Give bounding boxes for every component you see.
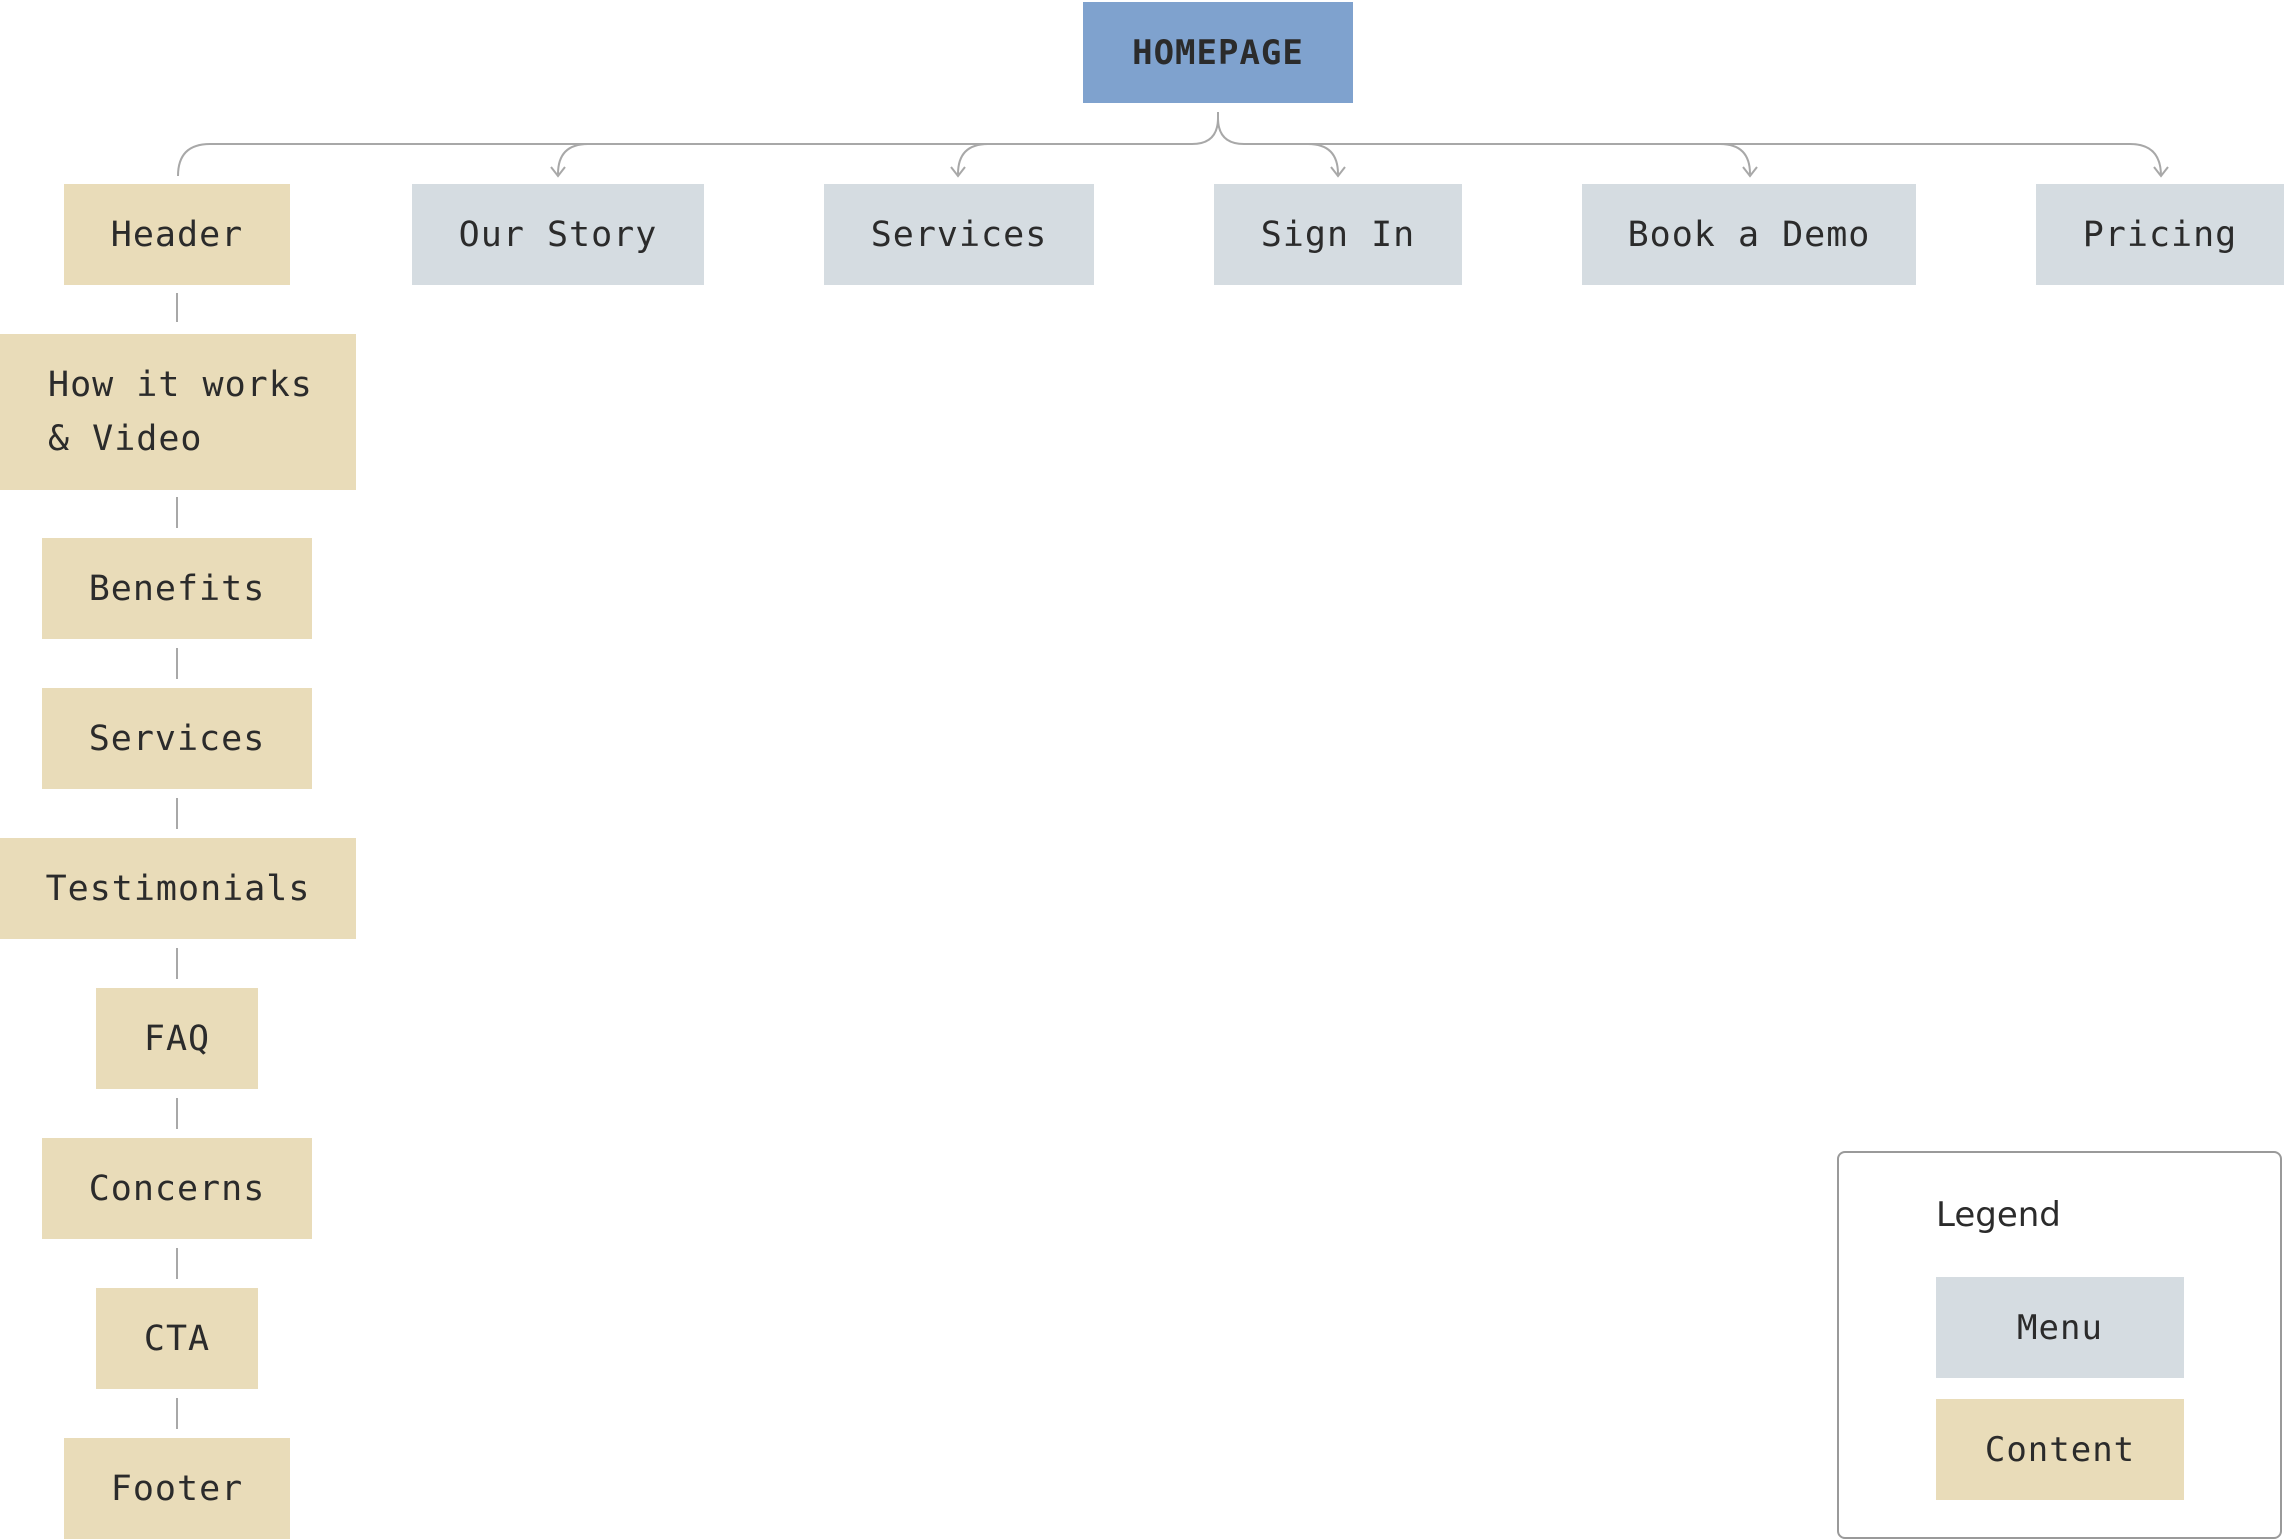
legend-menu-label: Menu (2017, 1307, 2103, 1348)
arrow-book-demo (1742, 166, 1758, 178)
footer-node[interactable]: Footer (64, 1438, 290, 1539)
footer-label: Footer (110, 1468, 244, 1509)
legend-content-label: Content (1984, 1429, 2136, 1470)
benefits-node[interactable]: Benefits (42, 538, 312, 639)
arrow-sign-in (1330, 166, 1346, 178)
legend-title: Legend (1936, 1195, 2061, 1235)
concerns-label: Concerns (88, 1168, 266, 1209)
cta-label: CTA (143, 1318, 211, 1359)
branch-sign-in (1307, 143, 1339, 175)
book-a-demo-node[interactable]: Book a Demo (1582, 184, 1916, 285)
root-branch-line-right (1217, 112, 2162, 177)
header-label: Header (110, 214, 244, 255)
legend-panel: Legend Menu Content (1837, 1151, 2282, 1539)
faq-label: FAQ (143, 1018, 211, 1059)
testimonials-label: Testimonials (45, 868, 311, 909)
services-content-node[interactable]: Services (42, 688, 312, 789)
how-it-works-label-line1: How it works (48, 365, 313, 405)
our-story-node[interactable]: Our Story (412, 184, 704, 285)
homepage-node[interactable]: HOMEPAGE (1083, 2, 1353, 103)
services-content-label: Services (88, 718, 266, 759)
arrow-pricing (2153, 166, 2169, 178)
legend-content-swatch: Content (1936, 1399, 2184, 1500)
sign-in-node[interactable]: Sign In (1214, 184, 1462, 285)
concerns-node[interactable]: Concerns (42, 1138, 312, 1239)
pricing-node[interactable]: Pricing (2036, 184, 2284, 285)
branch-services (957, 143, 989, 175)
faq-node[interactable]: FAQ (96, 988, 258, 1089)
header-node[interactable]: Header (64, 184, 290, 285)
testimonials-node[interactable]: Testimonials (0, 838, 356, 939)
branch-our-story (557, 143, 589, 175)
sign-in-label: Sign In (1260, 214, 1416, 255)
how-it-works-node[interactable]: How it works & Video (0, 334, 356, 490)
arrow-our-story (550, 166, 566, 178)
benefits-label: Benefits (88, 568, 266, 609)
legend-menu-swatch: Menu (1936, 1277, 2184, 1378)
branch-book-demo (1719, 143, 1751, 175)
root-branch-line (177, 112, 1219, 177)
our-story-label: Our Story (458, 214, 658, 255)
how-it-works-label-line2: & Video (48, 419, 203, 459)
services-menu-node[interactable]: Services (824, 184, 1094, 285)
cta-node[interactable]: CTA (96, 1288, 258, 1389)
arrow-services (950, 166, 966, 178)
book-a-demo-label: Book a Demo (1627, 214, 1871, 255)
pricing-label: Pricing (2082, 214, 2238, 255)
services-menu-label: Services (870, 214, 1048, 255)
homepage-label: HOMEPAGE (1132, 32, 1304, 73)
